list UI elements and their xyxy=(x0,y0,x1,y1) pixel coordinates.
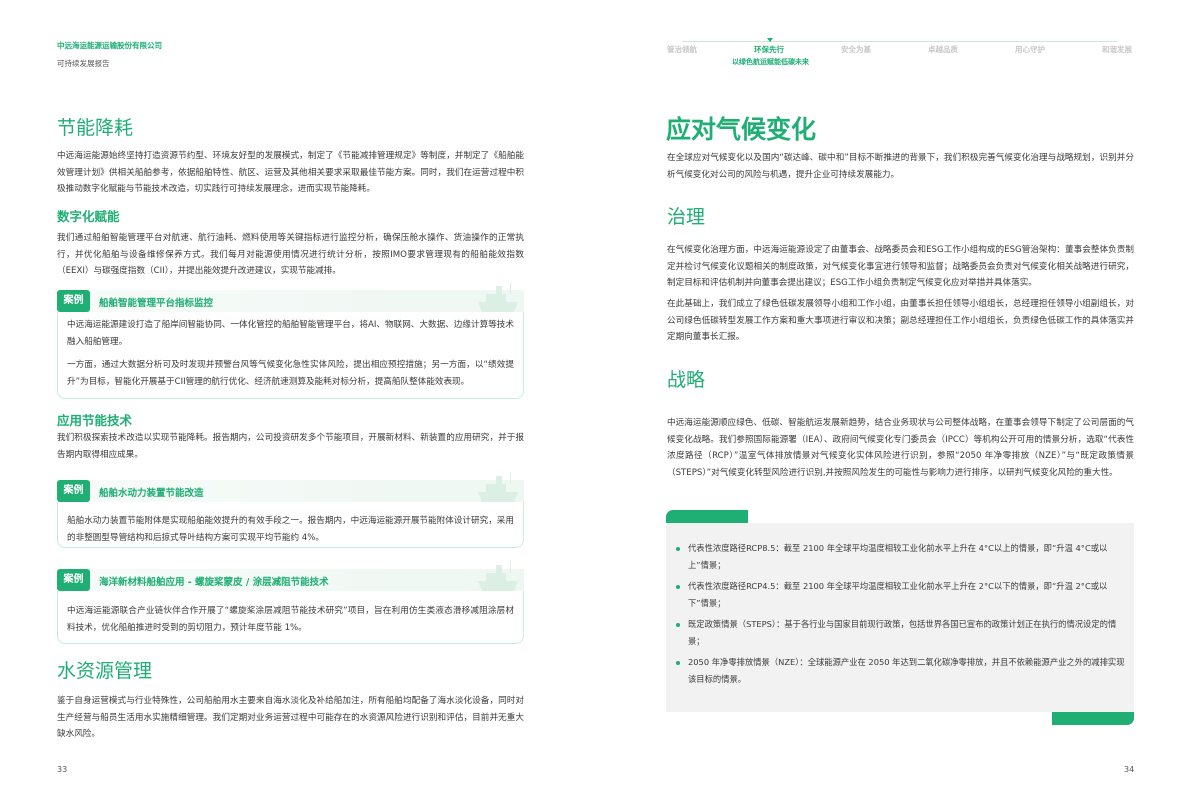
company-name: 中远海运能源运输股份有限公司 xyxy=(57,41,162,50)
case-tag: 案例 xyxy=(57,480,90,502)
case-tag: 案例 xyxy=(57,569,90,591)
case-title: 船舶智能管理平台指标监控 xyxy=(99,298,214,309)
paragraph-intro: 在全球应对气候变化以及国内“碳达峰、碳中和”目标不断推进的背景下，我们积极完善气… xyxy=(667,153,1134,180)
paragraph-governance-1: 在气候变化治理方面，中远海运能源设定了由董事会、战略委员会和ESG工作小组构成的… xyxy=(667,245,1134,289)
scenario-item: 代表性浓度路径RCP8.5：截至 2100 年全球平均温度相较工业化前水平上升在… xyxy=(676,540,1126,573)
paragraph-governance-2: 在此基础上，我们成立了绿色低碳发展领导小组和工作小组，由董事长担任领导小组组长，… xyxy=(667,299,1134,343)
page-number-right: 34 xyxy=(1124,765,1135,774)
paragraph-digital: 我们通过船舶智能管理平台对航速、航行油耗、燃料使用等关键指标进行监控分析，确保压… xyxy=(57,233,524,277)
bullet-icon xyxy=(676,585,680,589)
scenario-text: 既定政策情景（STEPS）：基于各行业与国家目前现行政策，包括世界各国已宣布的政… xyxy=(688,619,1117,646)
case-box-2 xyxy=(57,490,524,548)
ship-icon xyxy=(478,282,518,312)
paragraph-water: 鉴于自身运营模式与行业特殊性，公司船舶用水主要来自海水淡化及补给船加注，所有船舶… xyxy=(57,696,524,740)
scenario-text: 2050 年净零排放情景（NZE）：全球能源产业在 2050 年达到二氧化碳净零… xyxy=(688,657,1125,684)
case-box-1 xyxy=(57,300,524,399)
nav-line xyxy=(682,41,1117,42)
bullet-icon xyxy=(676,623,680,627)
section-title-governance: 治理 xyxy=(667,206,706,228)
page-number-left: 33 xyxy=(57,765,68,774)
case-title: 海洋新材料船舶应用 - 螺旋桨蒙皮 / 涂层减阻节能技术 xyxy=(99,577,329,588)
paragraph-strategy: 中远海运能源顺应绿色、低碳、智能航运发展新趋势，结合业务现状与公司整体战略，在董… xyxy=(667,418,1134,478)
case-1-paragraph-2: 一方面，通过大数据分析可及时发现并预警台风等气候变化急性实体风险，提出相应预控措… xyxy=(67,360,514,387)
nav-item[interactable]: 管治领航 xyxy=(667,45,697,54)
case-header-2: 案例 船舶水动力装置节能改造 xyxy=(57,472,524,502)
scenario-item: 2050 年净零排放情景（NZE）：全球能源产业在 2050 年达到二氧化碳净零… xyxy=(676,654,1126,687)
section-title-strategy: 战略 xyxy=(667,369,706,391)
box-accent-bottom xyxy=(1052,712,1134,725)
case-tag: 案例 xyxy=(57,290,90,312)
nav-item[interactable]: 卓越品质 xyxy=(928,45,958,54)
nav-item[interactable]: 安全为基 xyxy=(841,45,871,54)
ship-icon xyxy=(478,561,518,591)
paragraph-energy: 中远海运能源始终坚持打造资源节约型、环境友好型的发展模式，制定了《节能减排管理规… xyxy=(57,151,524,195)
case-2-paragraph: 船舶水动力装置节能附体是实现船舶能效提升的有效手段之一。报告期内，中远海运能源开… xyxy=(67,516,514,543)
case-title: 船舶水动力装置节能改造 xyxy=(99,488,204,499)
case-box-3 xyxy=(57,578,524,644)
paragraph-tech: 我们积极探索技术改造以实现节能降耗。报告期内，公司投资研发多个节能项目，开展新材… xyxy=(57,433,524,460)
scenario-text: 代表性浓度路径RCP4.5：截至 2100 年全球平均温度相较工业化前水平上升在… xyxy=(688,581,1108,608)
case-header-1: 案例 船舶智能管理平台指标监控 xyxy=(57,282,524,312)
case-1-paragraph-1: 中远海运能源建设打造了船岸间智能协同、一体化管控的船舶智能管理平台，将AI、物联… xyxy=(67,320,514,347)
scenario-item: 既定政策情景（STEPS）：基于各行业与国家目前现行政策，包括世界各国已宣布的政… xyxy=(676,616,1126,649)
case-header-3: 案例 海洋新材料船舶应用 - 螺旋桨蒙皮 / 涂层减阻节能技术 xyxy=(57,561,524,591)
nav-item-active[interactable]: 环保先行 xyxy=(754,45,784,54)
nav-item[interactable]: 用心守护 xyxy=(1015,45,1045,54)
subtitle-digital: 数字化赋能 xyxy=(57,209,120,224)
scenario-text: 代表性浓度路径RCP8.5：截至 2100 年全球平均温度相较工业化前水平上升在… xyxy=(688,543,1108,570)
section-title-water: 水资源管理 xyxy=(57,660,153,682)
nav-item[interactable]: 和谐发展 xyxy=(1102,45,1132,54)
subtitle-tech: 应用节能技术 xyxy=(57,413,133,428)
scenario-box xyxy=(666,523,1134,712)
box-accent-top xyxy=(666,510,748,523)
scenario-item: 代表性浓度路径RCP4.5：截至 2100 年全球平均温度相较工业化前水平上升在… xyxy=(676,578,1126,611)
bullet-icon xyxy=(676,661,680,665)
page-title: 应对气候变化 xyxy=(666,115,817,144)
section-title-energy: 节能降耗 xyxy=(57,117,134,139)
bullet-icon xyxy=(676,547,680,551)
report-name: 可持续发展报告 xyxy=(57,59,110,68)
nav-active-marker-icon xyxy=(767,38,773,42)
ship-icon xyxy=(478,472,518,502)
case-3-paragraph: 中远海运能源联合产业链伙伴合作开展了“螺旋桨涂层减阻节能技术研究”项目，旨在利用… xyxy=(67,606,514,633)
nav-active-subtitle: 以绿色航运赋能低碳未来 xyxy=(732,58,809,66)
